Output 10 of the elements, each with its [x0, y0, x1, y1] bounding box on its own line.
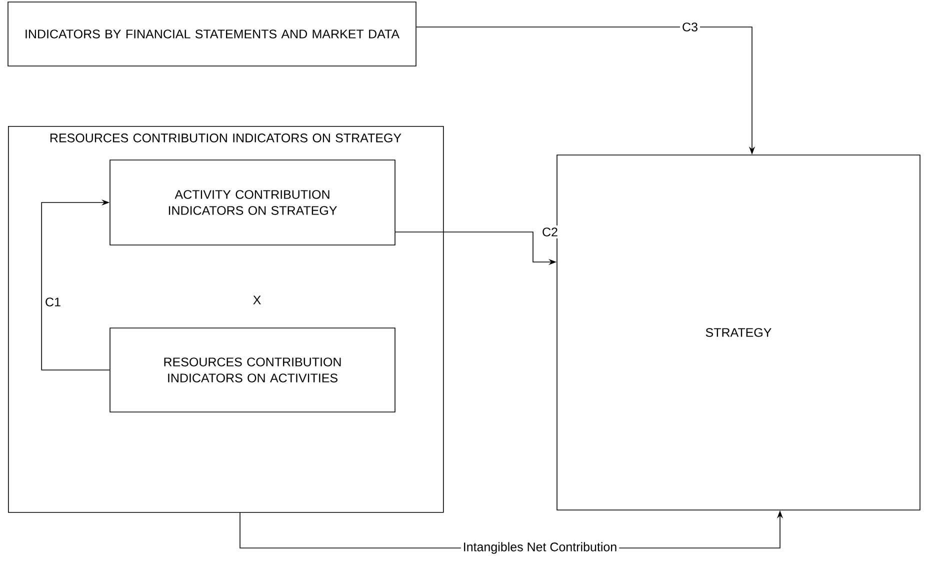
- process-box: STRATEGY: [556, 154, 920, 510]
- process-box: INDICATORS BY FINANCIAL STATEMENTS AND MARKET DATA: [8, 2, 416, 66]
- process-box: RESOURCES CONTRIBUTION INDICATORS ON ACTIVITIES: [110, 328, 396, 412]
- edge-label: C1: [43, 296, 63, 308]
- multiply-sign: X: [253, 296, 261, 304]
- edge-label: Intangibles Net Contribution: [460, 540, 620, 556]
- process-box: ACTIVITY CONTRIBUTION INDICATORS ON STRATEGY: [110, 160, 396, 246]
- edge-label: C3: [680, 20, 700, 34]
- edge-label: C2: [540, 226, 560, 238]
- arrow: [41, 199, 110, 370]
